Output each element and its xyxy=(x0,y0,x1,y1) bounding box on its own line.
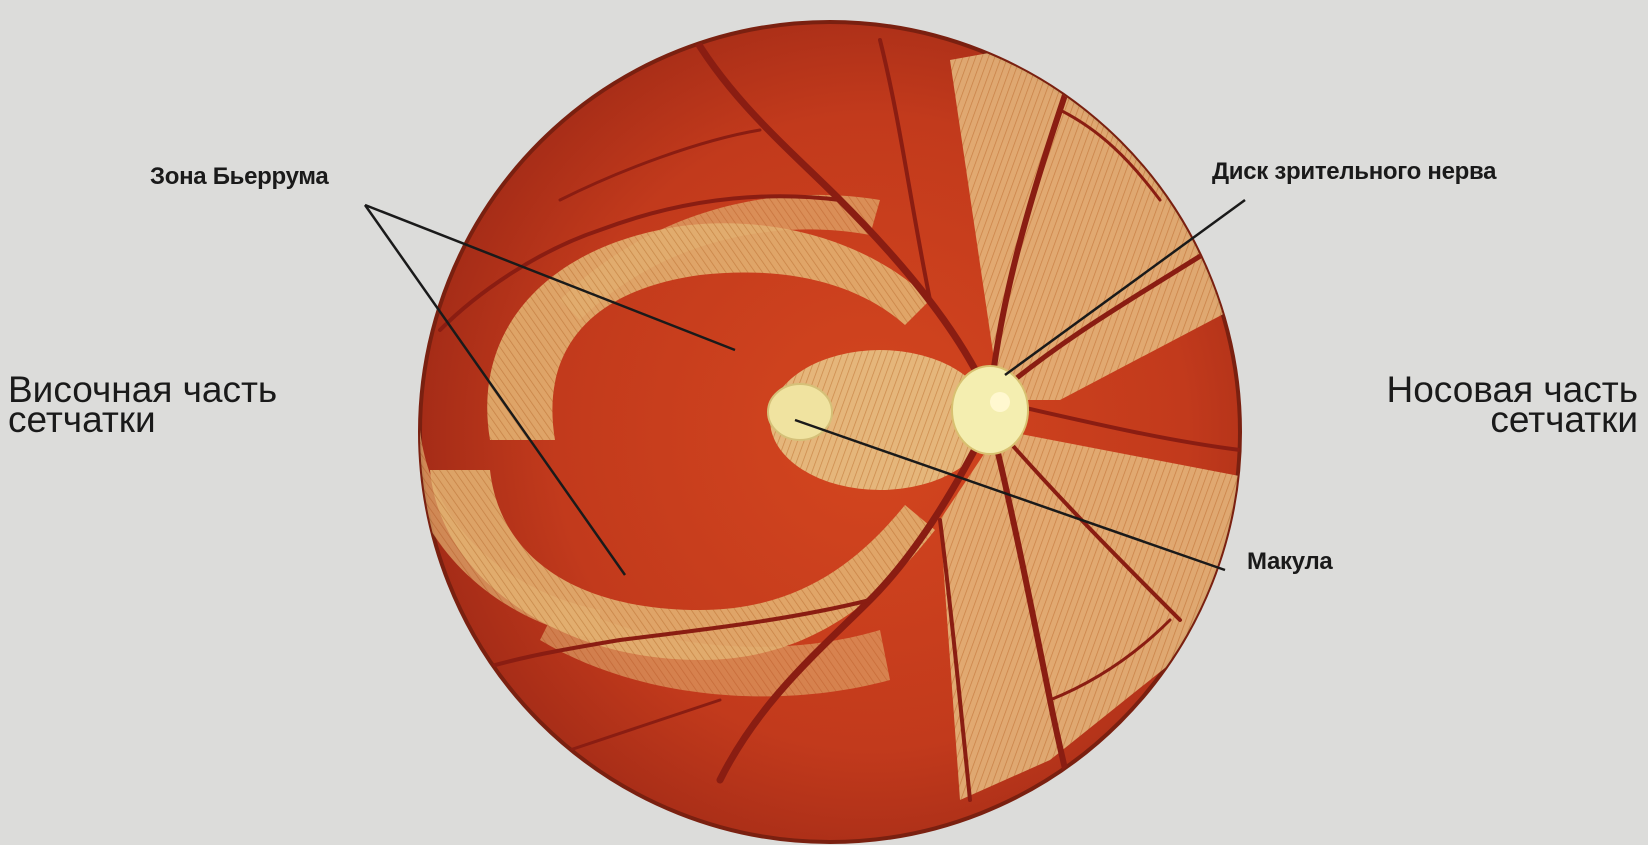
label-temporal-retina: Височная часть сетчатки xyxy=(8,375,277,435)
label-optic-disc: Диск зрительного нерва xyxy=(1212,158,1496,186)
optic-disc xyxy=(952,366,1028,454)
macula-spot xyxy=(768,384,832,440)
label-bjerrum-zone: Зона Бьеррума xyxy=(150,163,328,191)
label-macula: Макула xyxy=(1247,548,1332,576)
label-nasal-retina: Носовая часть сетчатки xyxy=(1258,375,1638,435)
